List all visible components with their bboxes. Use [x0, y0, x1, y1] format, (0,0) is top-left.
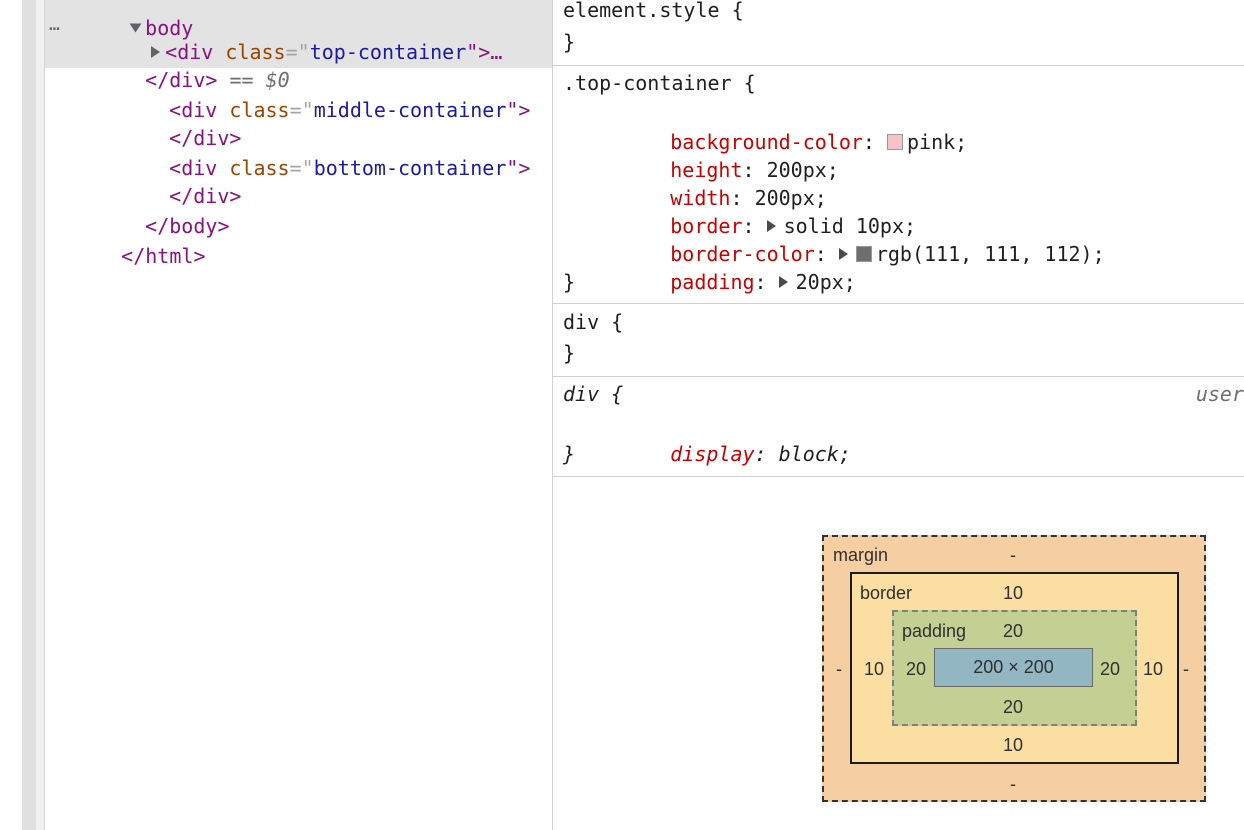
box-model-content[interactable]: 200 × 200 — [934, 648, 1093, 687]
border-right-value[interactable]: 10 — [1143, 659, 1164, 679]
padding-left-value[interactable]: 20 — [906, 659, 927, 679]
color-swatch[interactable] — [887, 134, 903, 150]
rule-div[interactable]: div { } — [553, 304, 1244, 377]
margin-label: margin — [833, 545, 889, 565]
margin-right-value[interactable]: - — [1183, 659, 1189, 679]
rule-selector[interactable]: .top-container { — [563, 71, 756, 95]
decl-display: display: block; — [670, 442, 851, 466]
rule-selector[interactable]: div { — [563, 310, 624, 334]
decl-width[interactable]: width: 200px; — [670, 186, 827, 210]
padding-top-value[interactable]: 20 — [1003, 621, 1024, 641]
decl-height[interactable]: height: 200px; — [670, 158, 839, 182]
rule-close-brace: } — [563, 30, 576, 54]
rule-selector[interactable]: element.style { — [563, 0, 744, 22]
border-left-value[interactable]: 10 — [864, 659, 885, 679]
left-gutter — [0, 0, 22, 830]
tree-line-middle-container-close[interactable]: </div> — [169, 126, 242, 150]
panel-divider[interactable] — [552, 0, 553, 830]
tree-line-top-container-close[interactable]: </div> == $0 — [145, 68, 290, 92]
border-bottom-value[interactable]: 10 — [1003, 735, 1024, 755]
padding-right-value[interactable]: 20 — [1100, 659, 1121, 679]
padding-bottom-value[interactable]: 20 — [1003, 697, 1024, 717]
tree-line-body-close[interactable]: </body> — [145, 214, 230, 238]
selected-node-highlight — [45, 0, 552, 68]
margin-top-value[interactable]: - — [1010, 545, 1016, 565]
rule-element-style[interactable]: element.style { } — [553, 0, 1244, 66]
margin-bottom-value[interactable]: - — [1010, 774, 1016, 794]
rule-close-brace: } — [563, 341, 576, 365]
expand-triangle-icon[interactable] — [838, 248, 848, 260]
rule-selector: div { — [563, 382, 624, 406]
padding-label: padding — [902, 621, 967, 641]
rule-close-brace: } — [563, 442, 576, 466]
rule-origin-label: user — [1195, 382, 1244, 406]
rule-div-user-agent: div { user display: block; } — [553, 377, 1244, 477]
expand-triangle-icon[interactable] — [778, 276, 788, 288]
expand-triangle-icon[interactable] — [151, 46, 161, 58]
border-label: border — [860, 583, 913, 603]
tree-line-bottom-container[interactable]: <div class="bottom-container"> — [169, 156, 531, 180]
decl-border[interactable]: border: solid 10px; — [670, 214, 917, 238]
margin-left-value[interactable]: - — [836, 659, 842, 679]
panel-edge — [36, 0, 45, 830]
node-actions-menu[interactable]: … — [49, 14, 61, 35]
styles-panel: element.style { } .top-container { backg… — [553, 0, 1244, 830]
color-swatch[interactable] — [855, 246, 872, 262]
tree-line-middle-container[interactable]: <div class="middle-container"> — [169, 98, 531, 122]
decl-background-color[interactable]: background-color: pink; — [670, 130, 968, 154]
rule-top-container[interactable]: .top-container { background-color: pink;… — [553, 66, 1244, 304]
panel-resize-handle[interactable] — [22, 0, 36, 830]
elements-tree-panel: … body <div class="top-container">… </di… — [45, 0, 552, 830]
border-top-value[interactable]: 10 — [1003, 583, 1024, 603]
tree-line-html-close[interactable]: </html> — [121, 244, 206, 268]
rule-close-brace: } — [563, 270, 576, 294]
decl-border-color[interactable]: border-color: rgb(111, 111, 112); — [670, 242, 1105, 266]
expand-triangle-icon[interactable] — [766, 220, 776, 232]
tree-line-body-open[interactable]: body — [83, 0, 193, 40]
decl-padding[interactable]: padding: 20px; — [670, 270, 856, 294]
tree-line-bottom-container-close[interactable]: </div> — [169, 184, 242, 208]
tree-line-top-container[interactable]: <div class="top-container">… — [103, 10, 502, 64]
